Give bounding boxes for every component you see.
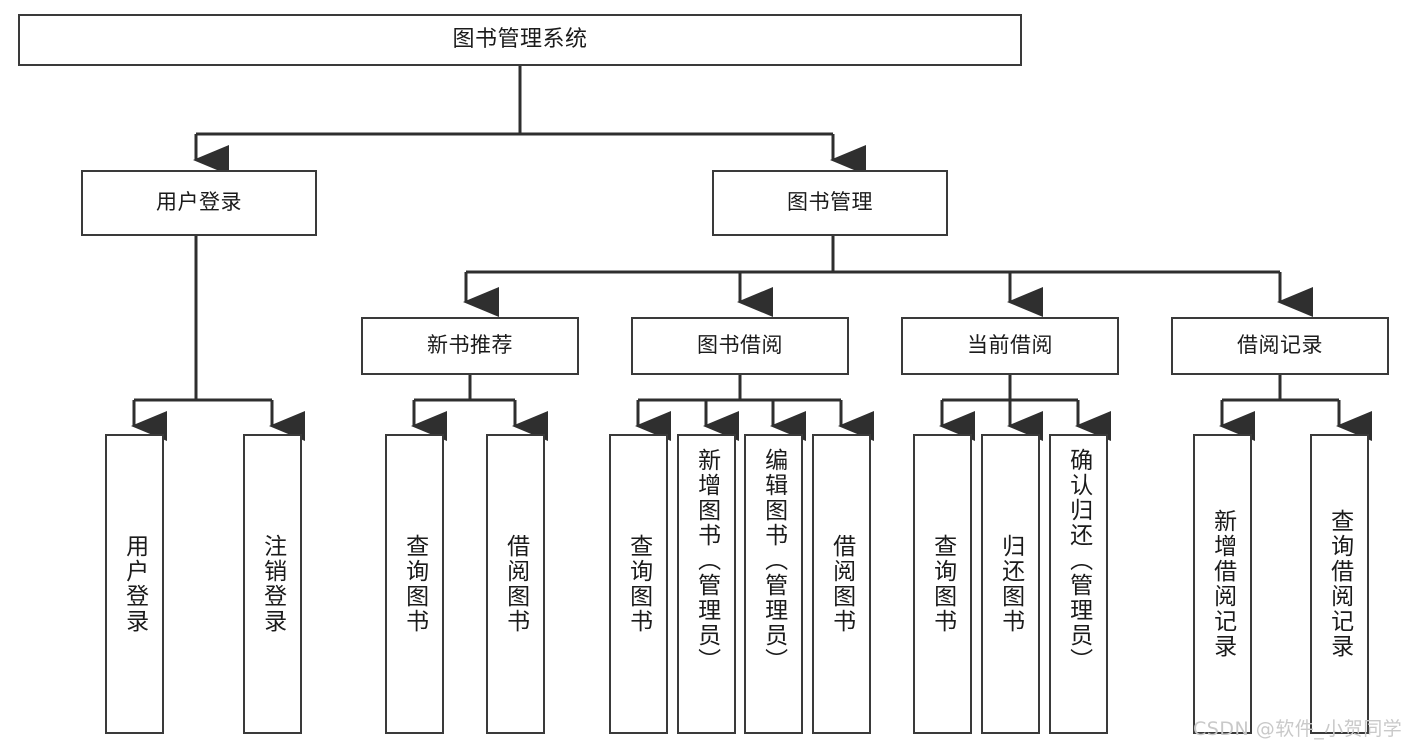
leaf-return-book[interactable]: 归还图书 xyxy=(981,434,1040,734)
leaf-confirm-return-admin[interactable]: 确认归还（管理员） xyxy=(1049,434,1108,734)
node-label: 编辑图书（管理员） xyxy=(760,448,787,673)
leaf-user-logout[interactable]: 注销登录 xyxy=(243,434,302,734)
node-label: 查询图书 xyxy=(625,534,652,634)
node-label: 借阅图书 xyxy=(828,534,855,634)
node-label: 图书借阅 xyxy=(697,333,783,358)
leaf-add-borrow-record[interactable]: 新增借阅记录 xyxy=(1193,434,1252,734)
node-label: 归还图书 xyxy=(997,534,1024,634)
node-borrow-record[interactable]: 借阅记录 xyxy=(1171,317,1389,375)
node-label: 图书管理 xyxy=(787,190,873,215)
leaf-edit-book-admin[interactable]: 编辑图书（管理员） xyxy=(744,434,803,734)
node-book-borrow[interactable]: 图书借阅 xyxy=(631,317,849,375)
leaf-borrow-book-recommend[interactable]: 借阅图书 xyxy=(486,434,545,734)
node-user-login[interactable]: 用户登录 xyxy=(81,170,317,236)
node-label: 注销登录 xyxy=(259,534,286,634)
node-label: 用户登录 xyxy=(121,534,148,634)
leaf-query-book-borrow[interactable]: 查询图书 xyxy=(609,434,668,734)
leaf-query-borrow-record[interactable]: 查询借阅记录 xyxy=(1310,434,1369,734)
node-book-management[interactable]: 图书管理 xyxy=(712,170,948,236)
node-label: 用户登录 xyxy=(156,190,242,215)
node-label: 借阅图书 xyxy=(502,534,529,634)
leaf-query-book-recommend[interactable]: 查询图书 xyxy=(385,434,444,734)
watermark-text: CSDN @软件_小贺同学 xyxy=(1193,718,1403,740)
node-label: 查询图书 xyxy=(401,534,428,634)
node-label: 当前借阅 xyxy=(967,333,1053,358)
node-label: 新增图书（管理员） xyxy=(693,448,720,673)
leaf-borrow-book[interactable]: 借阅图书 xyxy=(812,434,871,734)
leaf-add-book-admin[interactable]: 新增图书（管理员） xyxy=(677,434,736,734)
node-current-borrow[interactable]: 当前借阅 xyxy=(901,317,1119,375)
leaf-user-login[interactable]: 用户登录 xyxy=(105,434,164,734)
node-label: 新增借阅记录 xyxy=(1209,509,1236,659)
node-label: 图书管理系统 xyxy=(452,27,588,53)
node-label: 确认归还（管理员） xyxy=(1065,448,1092,673)
node-root-system[interactable]: 图书管理系统 xyxy=(18,14,1022,66)
node-label: 新书推荐 xyxy=(427,333,513,358)
node-label: 查询借阅记录 xyxy=(1326,509,1353,659)
node-label: 借阅记录 xyxy=(1237,333,1323,358)
leaf-query-book-current[interactable]: 查询图书 xyxy=(913,434,972,734)
node-new-book-recommend[interactable]: 新书推荐 xyxy=(361,317,579,375)
node-label: 查询图书 xyxy=(929,534,956,634)
